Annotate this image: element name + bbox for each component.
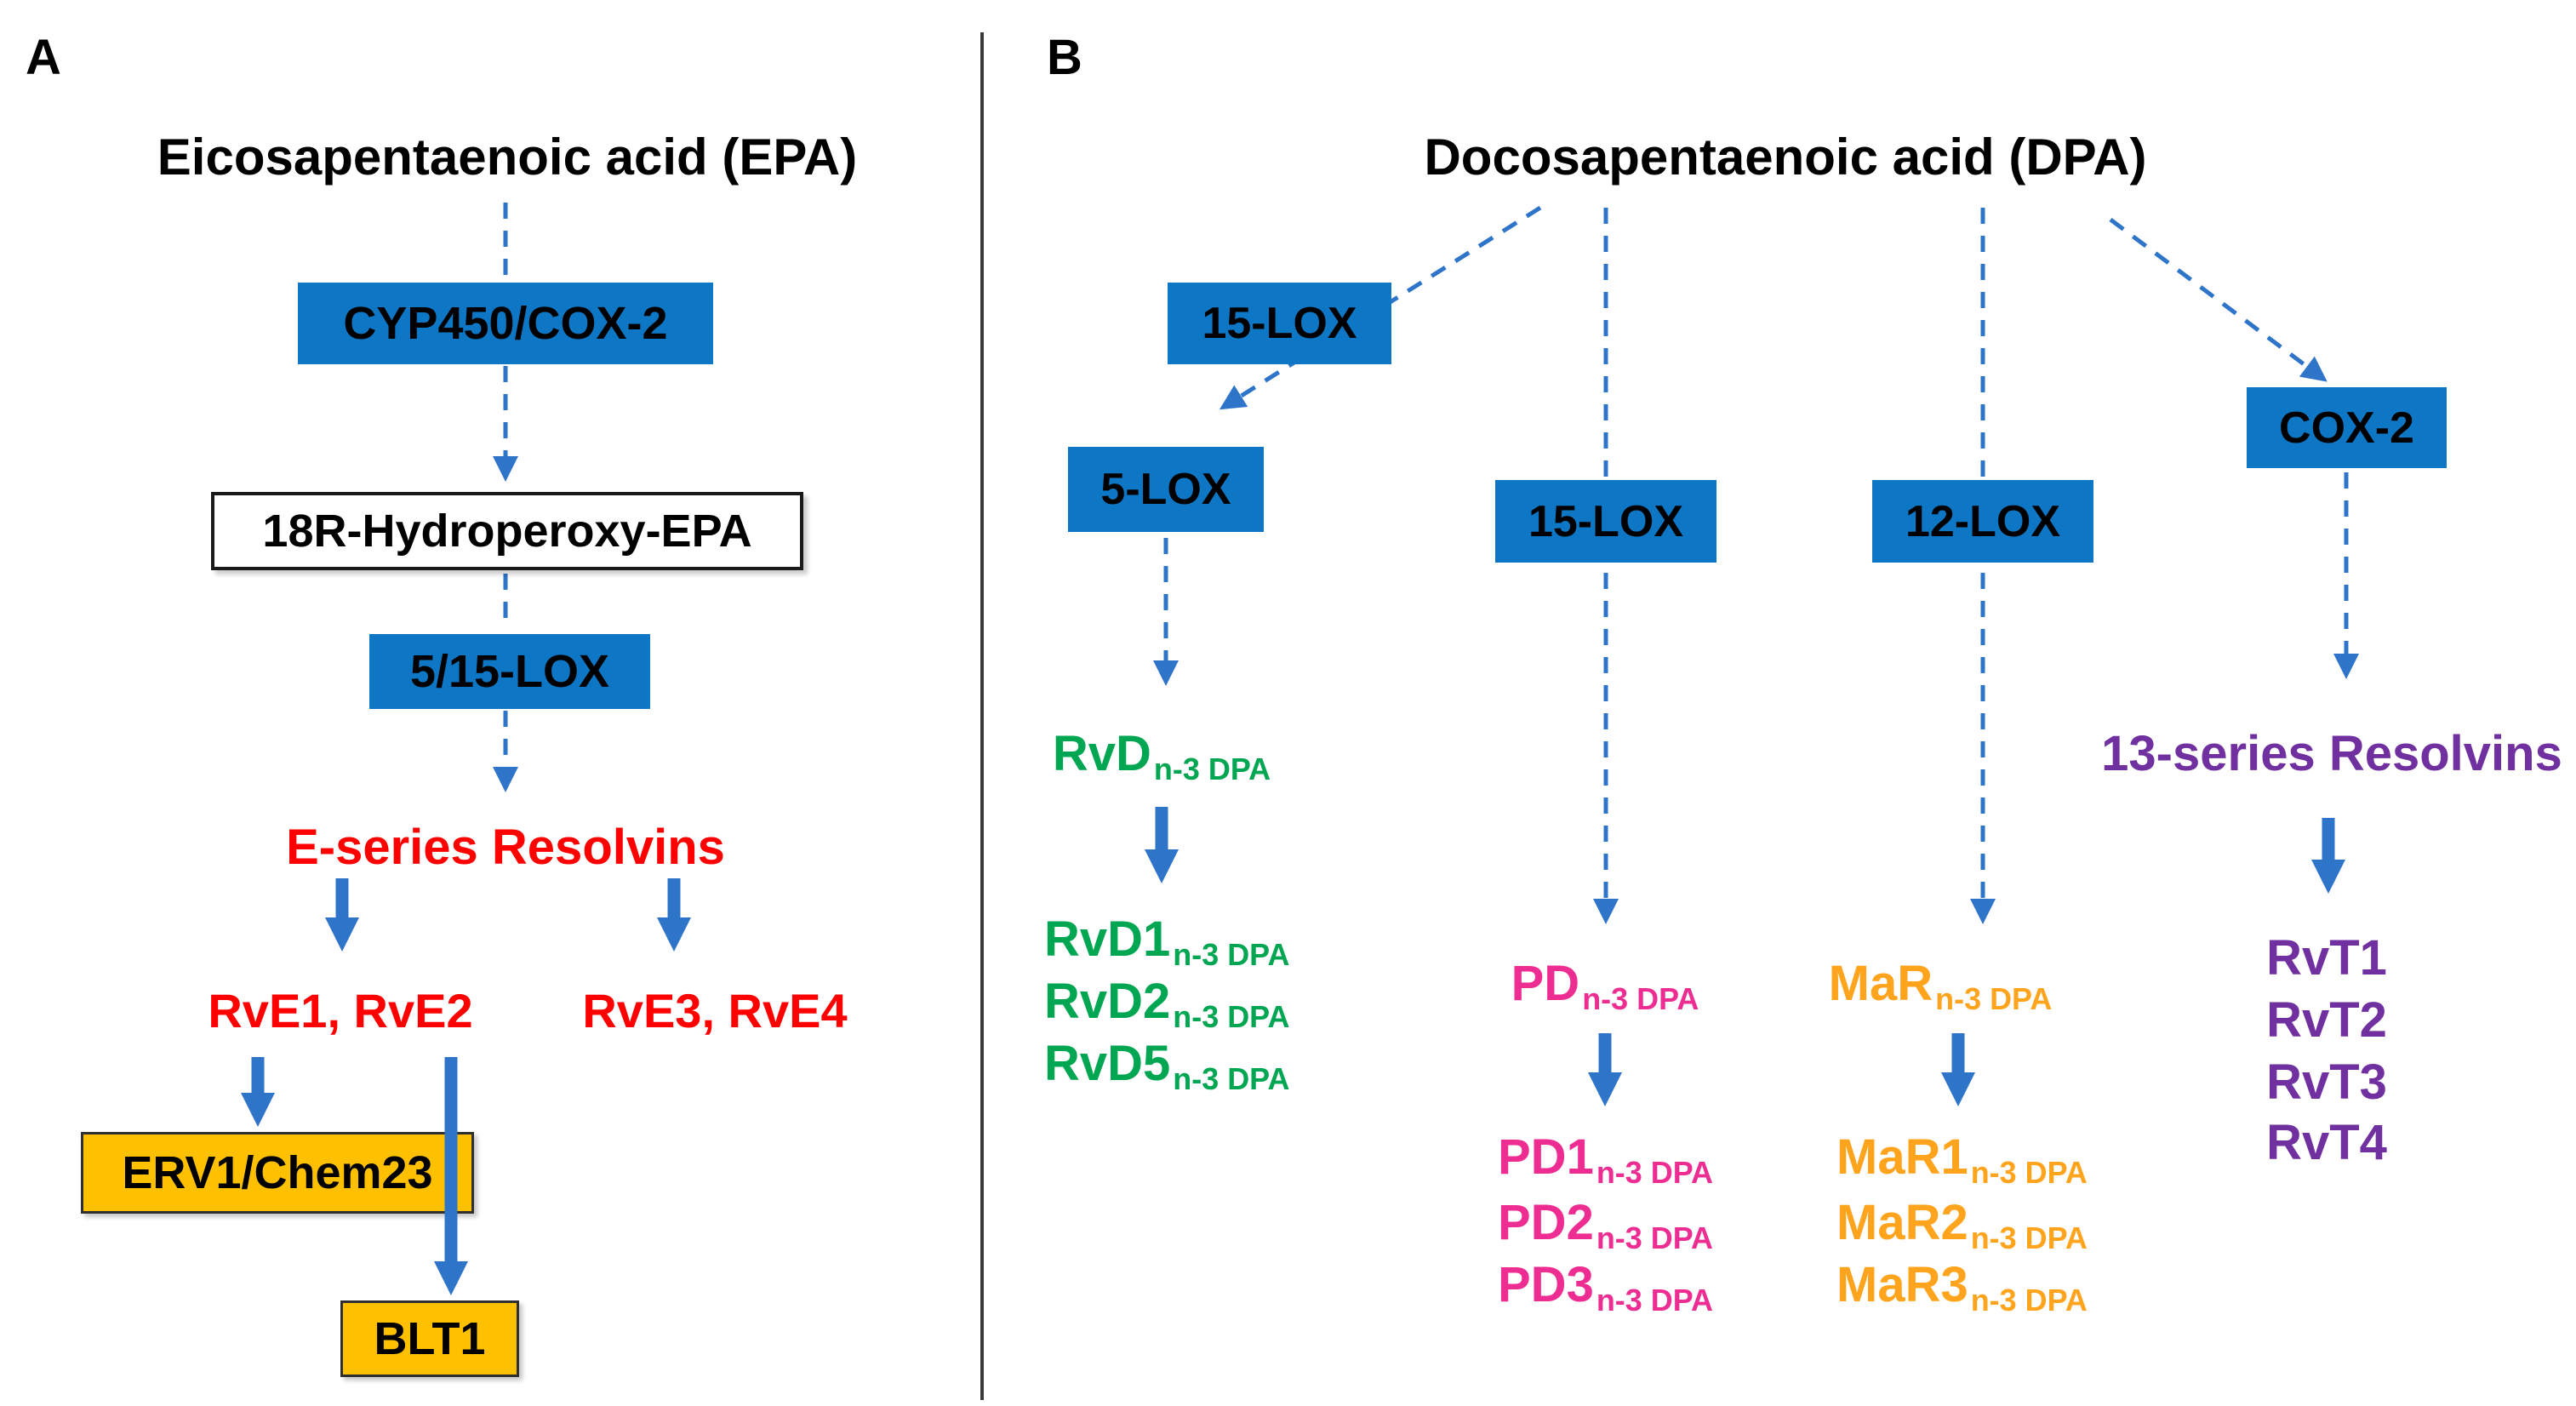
rvt2-label: RvT2 bbox=[2266, 992, 2387, 1048]
rvd2-label: RvD2n-3 DPA bbox=[1044, 974, 1290, 1034]
rvt3-label: RvT3 bbox=[2266, 1054, 2387, 1110]
receptor-box-blt1: BLT1 bbox=[340, 1300, 519, 1377]
pd2-label: PD2n-3 DPA bbox=[1498, 1195, 1713, 1255]
e-series-resolvins-label: E-series Resolvins bbox=[286, 820, 725, 875]
rvd5-label: RvD5n-3 DPA bbox=[1044, 1036, 1290, 1096]
enzyme-box-5lox: 5-LOX bbox=[1068, 447, 1264, 532]
enzyme-box-15lox-mid: 15-LOX bbox=[1495, 480, 1716, 563]
enzyme-box-5-15-lox: 5/15-LOX bbox=[369, 634, 650, 709]
rve1-rve2-label: RvE1, RvE2 bbox=[208, 984, 473, 1037]
pd3-label: PD3n-3 DPA bbox=[1498, 1257, 1713, 1317]
mar-precursor-label: MaRn-3 DPA bbox=[1828, 956, 2053, 1016]
receptor-box-erv1-chem23: ERV1/Chem23 bbox=[81, 1132, 474, 1214]
enzyme-box-12lox: 12-LOX bbox=[1872, 480, 2093, 563]
pd1-label: PD1n-3 DPA bbox=[1498, 1129, 1713, 1190]
mar2-label: MaR2n-3 DPA bbox=[1836, 1195, 2088, 1255]
rvt4-label: RvT4 bbox=[2266, 1115, 2387, 1170]
panel-a-title: Eicosapentaenoic acid (EPA) bbox=[157, 129, 858, 186]
rve3-rve4-label: RvE3, RvE4 bbox=[582, 984, 848, 1037]
rvd-precursor-subscript: n-3 DPA bbox=[1153, 751, 1271, 786]
panel-a-label: A bbox=[26, 30, 61, 85]
intermediate-box-18r-hydroperoxy-epa: 18R-Hydroperoxy-EPA bbox=[211, 492, 803, 570]
pd-precursor-label: PDn-3 DPA bbox=[1511, 956, 1699, 1016]
enzyme-box-cyp450-cox2: CYP450/COX-2 bbox=[298, 283, 713, 364]
rvt1-label: RvT1 bbox=[2266, 930, 2387, 986]
panel-b-label: B bbox=[1047, 30, 1082, 85]
rvd1-label: RvD1n-3 DPA bbox=[1044, 912, 1290, 972]
enzyme-box-15lox-upper: 15-LOX bbox=[1168, 283, 1391, 364]
panel-b-title: Docosapentaenoic acid (DPA) bbox=[1424, 129, 2147, 186]
enzyme-box-cox2: COX-2 bbox=[2247, 387, 2447, 468]
rvd-precursor-label: RvDn-3 DPA bbox=[1052, 726, 1271, 786]
mar3-label: MaR3n-3 DPA bbox=[1836, 1257, 2088, 1317]
thirteen-series-resolvins-label: 13-series Resolvins bbox=[2101, 726, 2562, 781]
dashed-arrow-dpa-to-cox2 bbox=[2109, 217, 2328, 382]
mar1-label: MaR1n-3 DPA bbox=[1836, 1129, 2088, 1190]
panel-divider-line bbox=[980, 32, 984, 1400]
